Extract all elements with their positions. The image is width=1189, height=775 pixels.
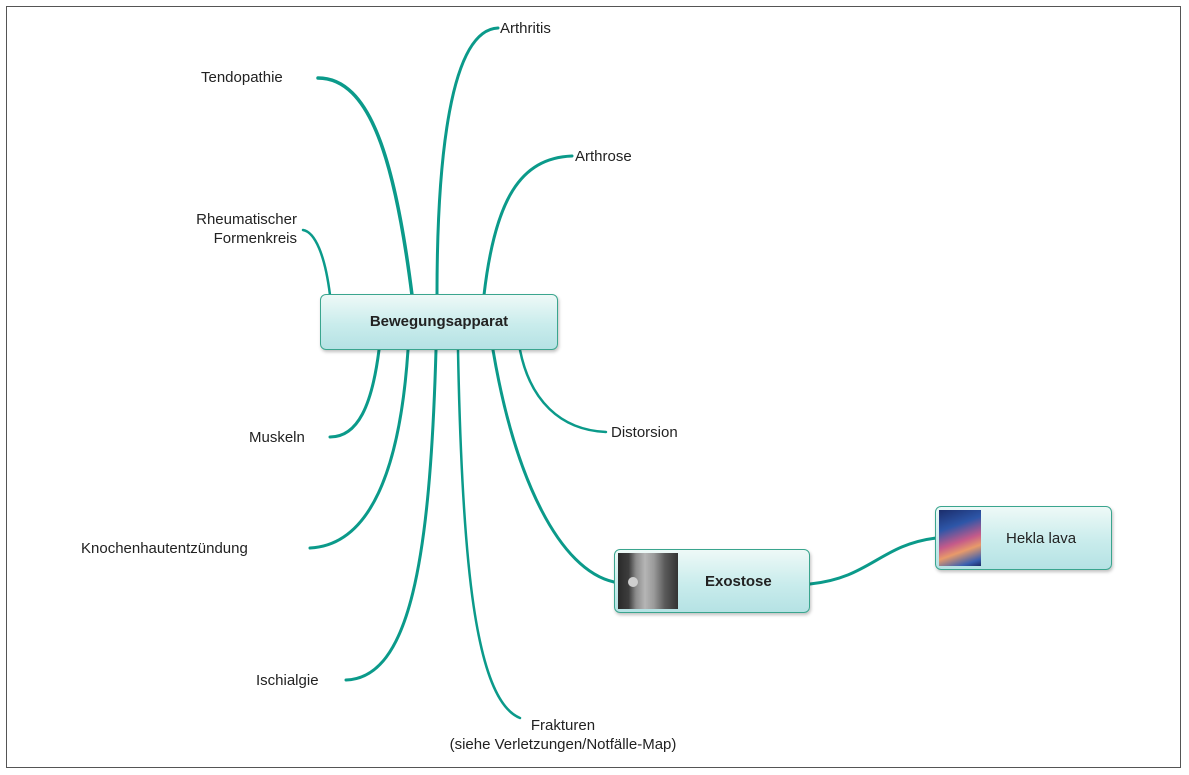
branch-tendopathie[interactable]: Tendopathie <box>201 69 283 86</box>
link-exostose <box>491 348 616 584</box>
branch-arthritis[interactable]: Arthritis <box>500 20 551 37</box>
branch-muskeln[interactable]: Muskeln <box>249 429 305 446</box>
link-tendopathie <box>316 76 414 297</box>
link-knochenhaut <box>308 348 410 550</box>
link-rheuma <box>301 228 332 297</box>
branch-arthrose[interactable]: Arthrose <box>575 148 632 165</box>
hekla-lava-node[interactable]: Hekla lava <box>935 506 1112 570</box>
branch-knochenhautentzuendung[interactable]: Knochenhautentzündung <box>81 540 248 557</box>
link-frakturen <box>456 348 522 720</box>
lava-image <box>939 510 981 566</box>
hekla-lava-label: Hekla lava <box>1006 530 1077 547</box>
diagram-frame <box>6 6 1181 768</box>
branch-rheuma-line2: Formenkreis <box>213 230 297 247</box>
branch-frakturen[interactable]: Frakturen (siehe Verletzungen/Notfälle-M… <box>398 716 728 754</box>
branch-frakturen-line2: (siehe Verletzungen/Notfälle-Map) <box>449 736 677 753</box>
branch-frakturen-line1: Frakturen <box>530 717 596 734</box>
xray-bone-growth-icon <box>628 577 638 587</box>
link-muskeln <box>328 348 381 439</box>
branch-rheumatischer-formenkreis[interactable]: Rheumatischer Formenkreis <box>150 210 297 248</box>
link-hekla <box>808 536 938 586</box>
exostose-label: Exostose <box>705 573 772 590</box>
link-arthritis <box>435 26 500 297</box>
branch-distorsion[interactable]: Distorsion <box>611 424 678 441</box>
link-distorsion <box>518 348 608 434</box>
xray-bone-image <box>618 553 678 609</box>
link-arthrose <box>482 154 574 297</box>
link-ischialgie <box>344 348 438 682</box>
central-node[interactable]: Bewegungsapparat <box>320 294 558 350</box>
branch-ischialgie[interactable]: Ischialgie <box>256 672 319 689</box>
branch-rheuma-line1: Rheumatischer <box>196 211 297 228</box>
central-node-label: Bewegungsapparat <box>369 313 509 330</box>
exostose-node[interactable]: Exostose <box>614 549 810 613</box>
